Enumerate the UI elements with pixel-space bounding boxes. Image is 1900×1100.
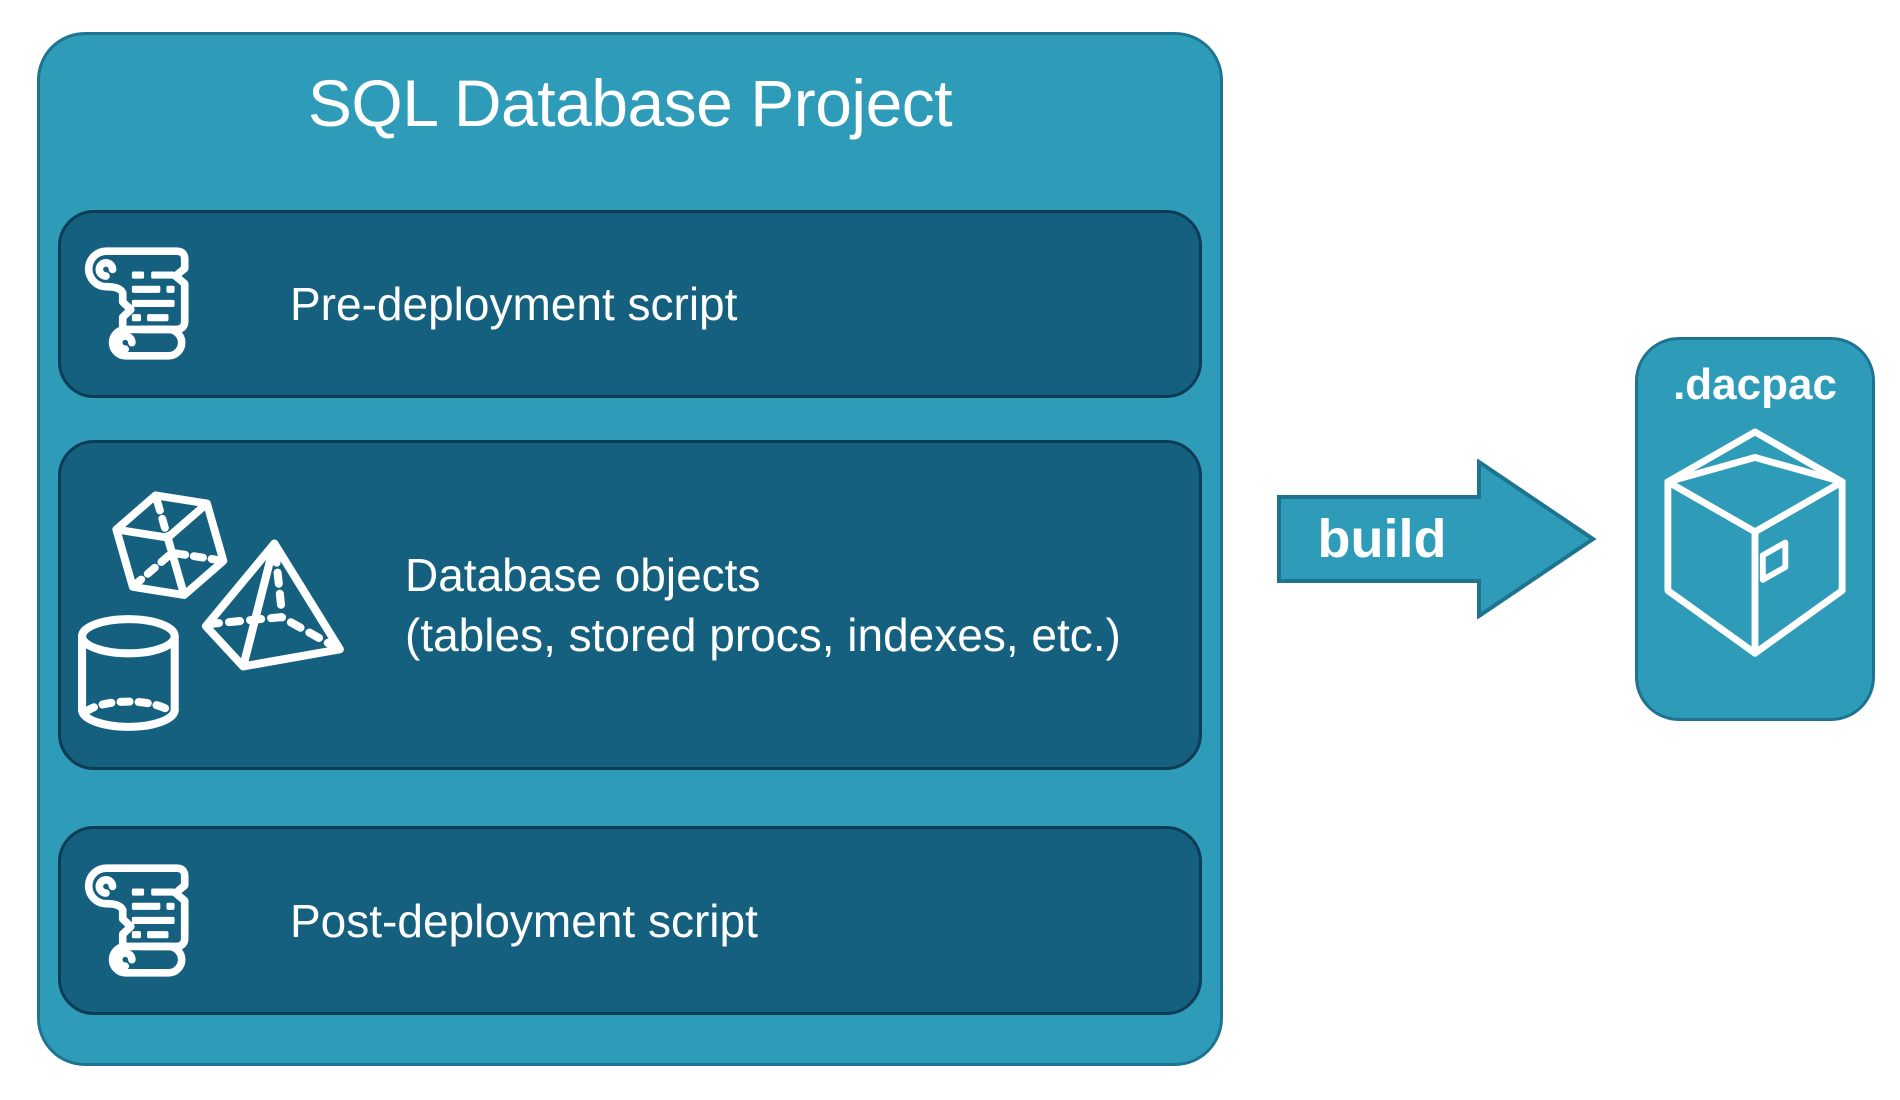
post-deployment-script-label: Post-deployment script [290, 894, 758, 947]
package-icon [1662, 420, 1848, 672]
3d-shapes-icon [70, 458, 362, 750]
scroll-icon [79, 242, 201, 366]
pre-deployment-script-label: Pre-deployment script [290, 278, 738, 330]
database-objects-label-line1: Database objects [405, 549, 761, 601]
build-arrow-label: build [1317, 509, 1447, 569]
database-objects-panel: Database objects (tables, stored procs, … [58, 440, 1202, 770]
post-deployment-script-panel: Post-deployment script [58, 826, 1202, 1015]
dacpac-title: .dacpac [1673, 360, 1837, 409]
database-objects-label: Database objects (tables, stored procs, … [405, 545, 1121, 665]
dacpac-artifact-box: .dacpac [1635, 337, 1875, 721]
database-objects-label-line2: (tables, stored procs, indexes, etc.) [405, 609, 1121, 661]
sql-database-project-container: SQL Database Project [37, 32, 1223, 1066]
scroll-icon [79, 859, 201, 983]
build-arrow-icon [1277, 459, 1597, 619]
project-title: SQL Database Project [307, 66, 953, 140]
pre-deployment-script-panel: Pre-deployment script [58, 210, 1202, 398]
